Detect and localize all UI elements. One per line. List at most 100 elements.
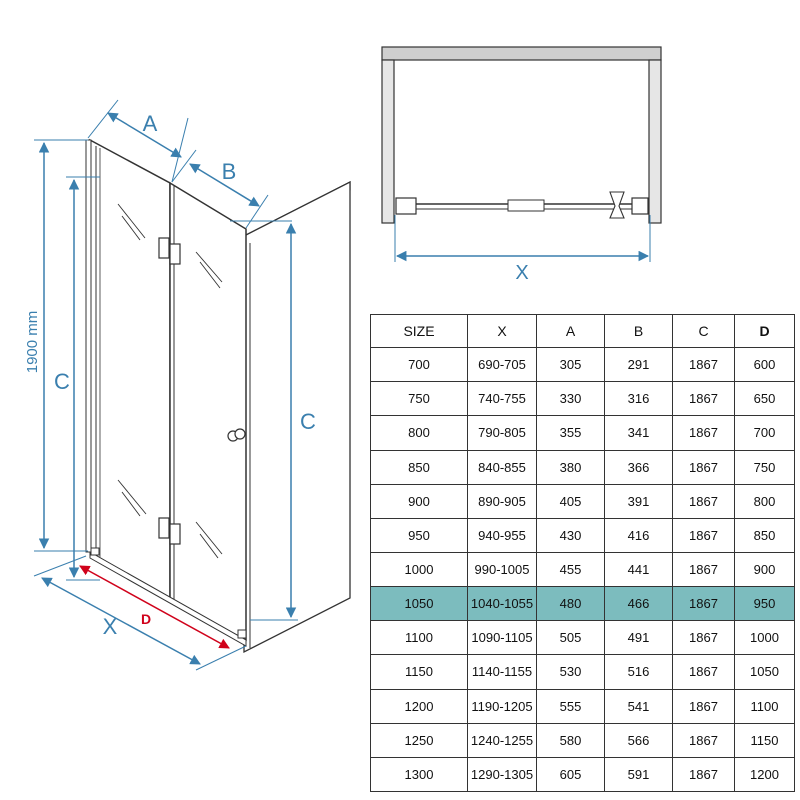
table-cell: 1867 bbox=[672, 483, 735, 519]
table-cell: 1300 bbox=[370, 756, 468, 793]
table-cell: 1140-1155 bbox=[467, 654, 537, 690]
table-cell: 466 bbox=[604, 586, 673, 622]
c-right-label: C bbox=[300, 409, 316, 434]
table-cell: 1867 bbox=[672, 620, 735, 656]
table-cell: 591 bbox=[604, 756, 673, 793]
table-cell: 391 bbox=[604, 483, 673, 519]
table-cell: 1867 bbox=[672, 722, 735, 758]
table-cell: 555 bbox=[536, 688, 605, 724]
table-cell: 1867 bbox=[672, 517, 735, 553]
c-left-label: C bbox=[54, 369, 70, 394]
table-cell: 1250 bbox=[370, 722, 468, 758]
table-cell: 291 bbox=[604, 347, 673, 383]
table-cell: 1150 bbox=[370, 654, 468, 690]
table-cell: 1867 bbox=[672, 756, 735, 793]
table-cell: 1050 bbox=[370, 586, 468, 622]
table-cell: 1090-1105 bbox=[467, 620, 537, 656]
table-cell: 1100 bbox=[734, 688, 795, 724]
plan-top-wall bbox=[381, 46, 662, 61]
handle-knob bbox=[227, 428, 246, 442]
table-cell: 800 bbox=[734, 483, 795, 519]
table-cell: 1000 bbox=[734, 620, 795, 656]
table-cell: 1867 bbox=[672, 381, 735, 417]
x-side-ext-1 bbox=[33, 555, 87, 577]
table-cell: 366 bbox=[604, 449, 673, 485]
table-cell: 950 bbox=[734, 586, 795, 622]
table-cell: 605 bbox=[536, 756, 605, 793]
table-cell: 1050 bbox=[734, 654, 795, 690]
table-cell: 1200 bbox=[370, 688, 468, 724]
x-side-label: X bbox=[103, 614, 118, 639]
table-cell: 1867 bbox=[672, 586, 735, 622]
plan-wall-bracket-right bbox=[631, 197, 649, 215]
table-cell: 700 bbox=[370, 347, 468, 383]
table-cell: 1867 bbox=[672, 551, 735, 588]
table-header-cell: A bbox=[536, 313, 605, 349]
side-wall bbox=[243, 180, 351, 654]
table-header-cell: B bbox=[604, 313, 673, 349]
hinge-top bbox=[158, 237, 181, 265]
table-cell: 305 bbox=[536, 347, 605, 383]
table-cell: 1200 bbox=[734, 756, 795, 793]
table-cell: 650 bbox=[734, 381, 795, 417]
b-ext-2 bbox=[245, 194, 269, 229]
plan-left-wall bbox=[381, 59, 395, 224]
table-cell: 316 bbox=[604, 381, 673, 417]
table-cell: 990-1005 bbox=[467, 551, 537, 588]
a-dimension bbox=[107, 112, 182, 158]
bottom-end-cap-right bbox=[237, 629, 247, 639]
table-cell: 491 bbox=[604, 620, 673, 656]
table-cell: 441 bbox=[604, 551, 673, 588]
table-cell: 541 bbox=[604, 688, 673, 724]
table-cell: 380 bbox=[536, 449, 605, 485]
table-cell: 950 bbox=[370, 517, 468, 553]
b-dimension bbox=[189, 163, 260, 207]
table-cell: 330 bbox=[536, 381, 605, 417]
table-cell: 1867 bbox=[672, 654, 735, 690]
door-leaf-2 bbox=[169, 181, 247, 642]
plan-x-label: X bbox=[515, 262, 528, 284]
table-cell: 940-955 bbox=[467, 517, 537, 553]
table-cell: 580 bbox=[536, 722, 605, 758]
table-cell: 1867 bbox=[672, 347, 735, 383]
table-cell: 690-705 bbox=[467, 347, 537, 383]
plan-view: X bbox=[381, 46, 662, 284]
x-side-ext-2 bbox=[195, 645, 247, 671]
table-cell: 790-805 bbox=[467, 415, 537, 451]
table-cell: 890-905 bbox=[467, 483, 537, 519]
a-ext-2 bbox=[171, 117, 189, 183]
table-cell: 800 bbox=[370, 415, 468, 451]
b-ext-1 bbox=[171, 149, 197, 183]
table-cell: 480 bbox=[536, 586, 605, 622]
table-cell: 1867 bbox=[672, 415, 735, 451]
table-cell: 700 bbox=[734, 415, 795, 451]
a-label: A bbox=[143, 111, 158, 136]
table-header-cell: SIZE bbox=[370, 313, 468, 349]
bottom-end-cap-left bbox=[90, 547, 100, 556]
table-cell: 740-755 bbox=[467, 381, 537, 417]
table-cell: 505 bbox=[536, 620, 605, 656]
table-cell: 1867 bbox=[672, 688, 735, 724]
table-cell: 1100 bbox=[370, 620, 468, 656]
table-cell: 1040-1055 bbox=[467, 586, 537, 622]
plan-hinge bbox=[507, 199, 545, 212]
wall-profile bbox=[85, 139, 92, 553]
height-label: 1900 mm bbox=[24, 311, 41, 374]
table-cell: 530 bbox=[536, 654, 605, 690]
table-cell: 750 bbox=[734, 449, 795, 485]
plan-handle bbox=[609, 191, 625, 219]
table-cell: 900 bbox=[734, 551, 795, 588]
table-cell: 850 bbox=[370, 449, 468, 485]
